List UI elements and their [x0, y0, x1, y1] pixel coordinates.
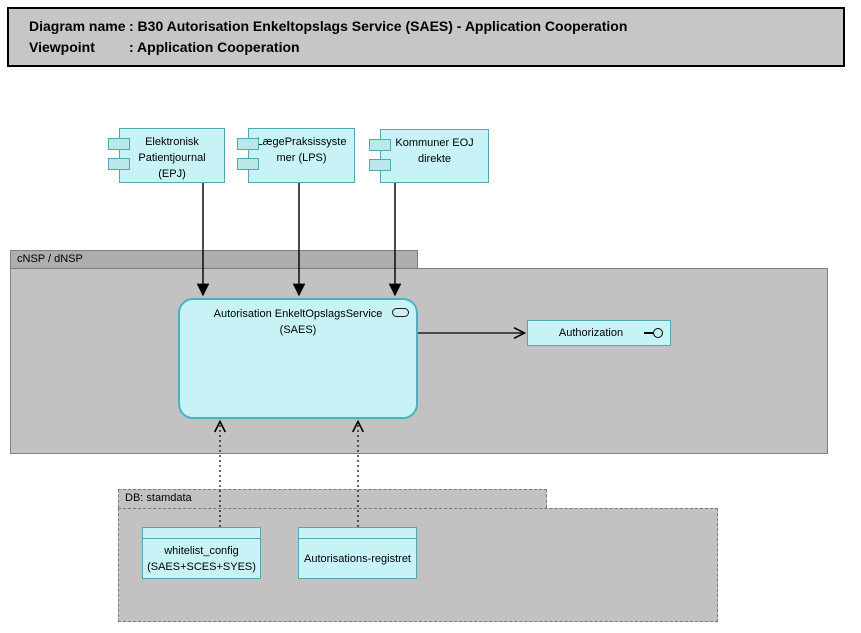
application-service-icon — [392, 308, 409, 317]
db-object-autorisationsregistret: Autorisations-registret — [298, 527, 417, 579]
component-label: Kommuner EOJ direkte — [395, 137, 474, 165]
group-tab-cnsp-dnsp: cNSP / dNSP — [10, 250, 418, 268]
component-label: LægePraksissystemer (LPS) — [256, 136, 347, 164]
group-tab-db-stamdata: DB: stamdata — [118, 489, 547, 508]
db-object-label: Autorisations-registret — [304, 552, 411, 565]
component-kommuner-eoj-direkte: Kommuner EOJ direkte — [369, 129, 489, 183]
component-port-icon — [108, 158, 130, 170]
component-label: Elektronisk Patientjournal (EPJ) — [138, 136, 206, 180]
service-label: Autorisation EnkeltOpslagsService (SAES) — [213, 308, 383, 336]
title-value: : Application Cooperation — [129, 39, 300, 55]
diagram-title-box: Diagram name : B30 Autorisation Enkeltop… — [7, 7, 845, 67]
title-value: : B30 Autorisation Enkeltopslags Service… — [129, 18, 628, 34]
lollipop-circle — [653, 328, 663, 338]
component-port-icon — [237, 138, 259, 150]
component-port-icon — [237, 158, 259, 170]
provided-interface-icon — [644, 328, 663, 338]
component-elektronisk-patientjournal: Elektronisk Patientjournal (EPJ) — [108, 128, 225, 183]
lollipop-line — [644, 332, 653, 334]
title-row-viewpoint: Viewpoint : Application Cooperation — [29, 37, 843, 58]
component-port-icon — [369, 159, 391, 171]
component-port-icon — [108, 138, 130, 150]
title-label: Viewpoint — [29, 39, 95, 55]
db-object-label: whitelist_config (SAES+SCES+SYES) — [147, 544, 256, 573]
component-port-icon — [369, 139, 391, 151]
db-object-header-compartment — [143, 528, 260, 539]
component-laegepraksissystemer: LægePraksissystemer (LPS) — [237, 128, 355, 183]
group-body-cnsp-dnsp — [10, 268, 828, 454]
interface-authorization: Authorization — [527, 320, 671, 346]
db-object-header-compartment — [299, 528, 416, 539]
service-saes: Autorisation EnkeltOpslagsService (SAES) — [178, 298, 418, 419]
interface-label: Authorization — [558, 327, 624, 339]
db-object-whitelist-config: whitelist_config (SAES+SCES+SYES) — [142, 527, 261, 579]
title-row-diagram-name: Diagram name : B30 Autorisation Enkeltop… — [29, 16, 843, 37]
group-label: cNSP / dNSP — [17, 253, 83, 265]
title-label: Diagram name — [29, 18, 126, 34]
group-label: DB: stamdata — [125, 492, 192, 504]
